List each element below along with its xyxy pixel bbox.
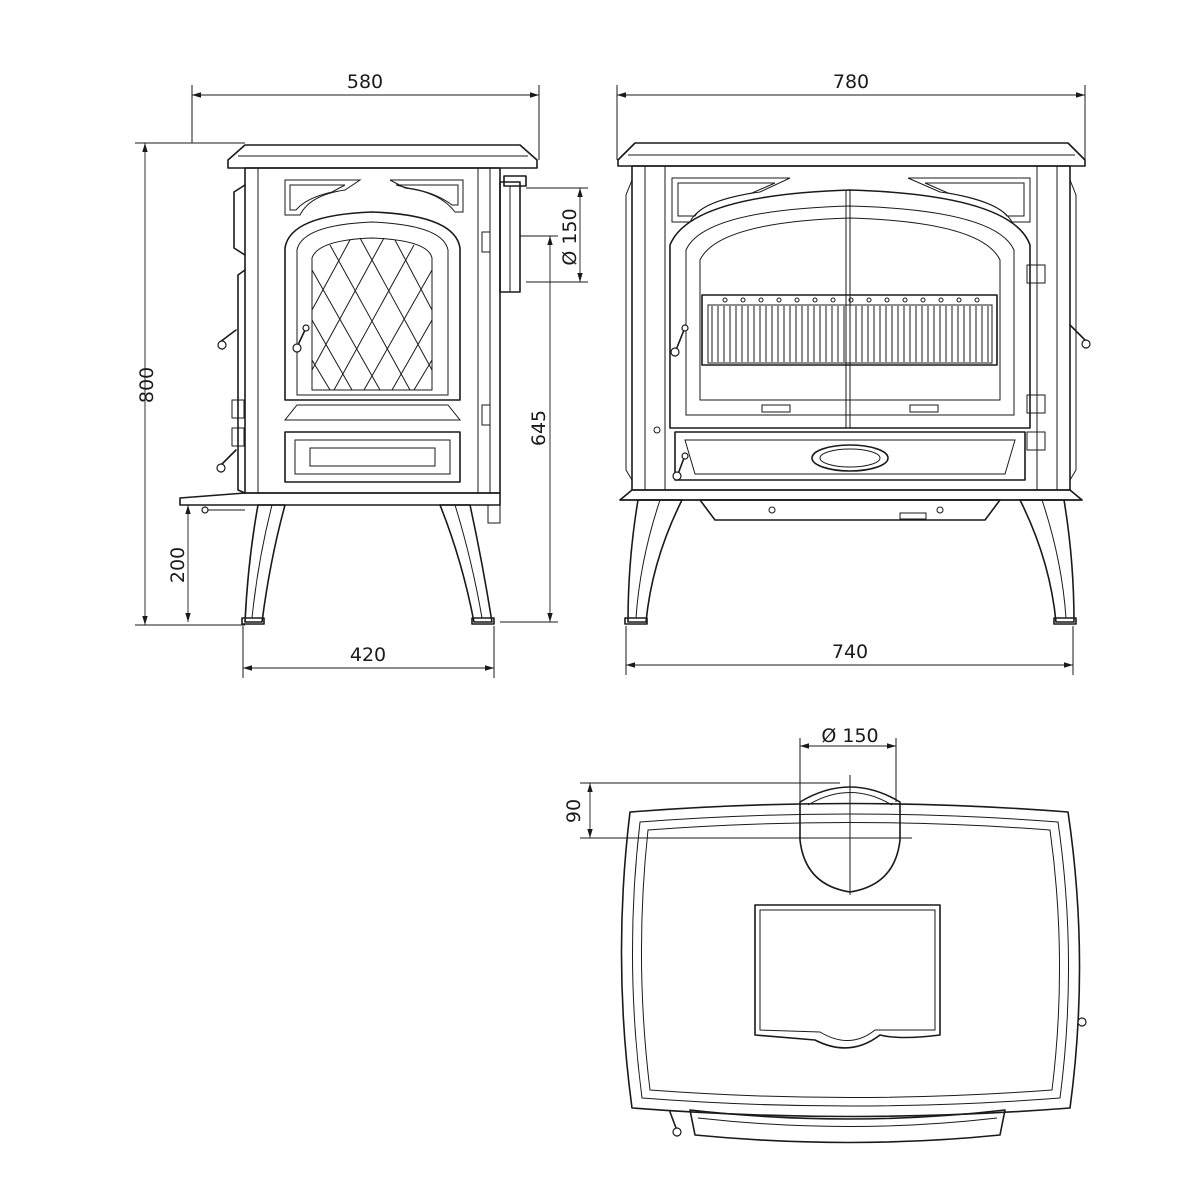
grate-rivet [830, 297, 836, 303]
grate-rivet [776, 297, 782, 303]
grate-rivet [902, 297, 908, 303]
dim-front-width: 780 [833, 71, 869, 93]
grate-rivet [740, 297, 746, 303]
grate-rivet [920, 297, 926, 303]
grate-rivet [794, 297, 800, 303]
side-dimensions: 580 800 200 Ø 150 645 420 [135, 71, 588, 678]
front-dimensions: 780 740 [616, 71, 1086, 675]
grate-rivet [974, 297, 980, 303]
dim-leg-span-front: 740 [832, 641, 868, 663]
grate-rivet [866, 297, 872, 303]
top-dimensions: Ø 150 90 [563, 725, 897, 838]
grate-rivet [848, 297, 854, 303]
grate-rivet [758, 297, 764, 303]
dim-flue-diameter-side: Ø 150 [559, 208, 581, 265]
side-view [179, 144, 538, 625]
dim-top-flue-offset: 90 [563, 799, 585, 823]
grate-rivet [884, 297, 890, 303]
grate-rivet [956, 297, 962, 303]
dim-side-width: 580 [347, 71, 383, 93]
top-view [580, 775, 1087, 1144]
dim-leg-height: 200 [167, 547, 189, 583]
dim-side-height: 800 [136, 367, 158, 403]
front-view [617, 142, 1091, 625]
dim-top-flue-diameter: Ø 150 [821, 725, 878, 747]
dim-flue-height: 645 [528, 410, 550, 446]
dim-leg-span-side: 420 [350, 644, 386, 666]
grate-rivet [812, 297, 818, 303]
grate-rivet [722, 297, 728, 303]
grate-rivet [938, 297, 944, 303]
